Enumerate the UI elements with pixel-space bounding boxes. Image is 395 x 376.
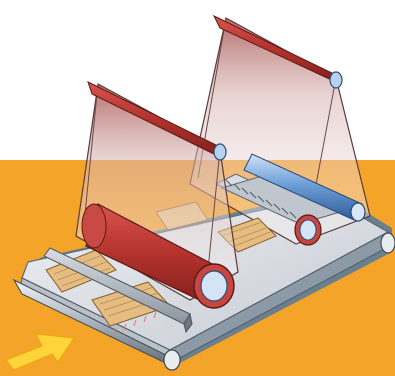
frame-pivot-end xyxy=(214,144,226,160)
roller-bore xyxy=(201,271,227,301)
frame-pivot-end xyxy=(330,72,342,88)
belt-roller-right xyxy=(381,233,395,253)
roller-end-cap xyxy=(164,350,180,370)
rear-roller-end xyxy=(295,215,321,245)
